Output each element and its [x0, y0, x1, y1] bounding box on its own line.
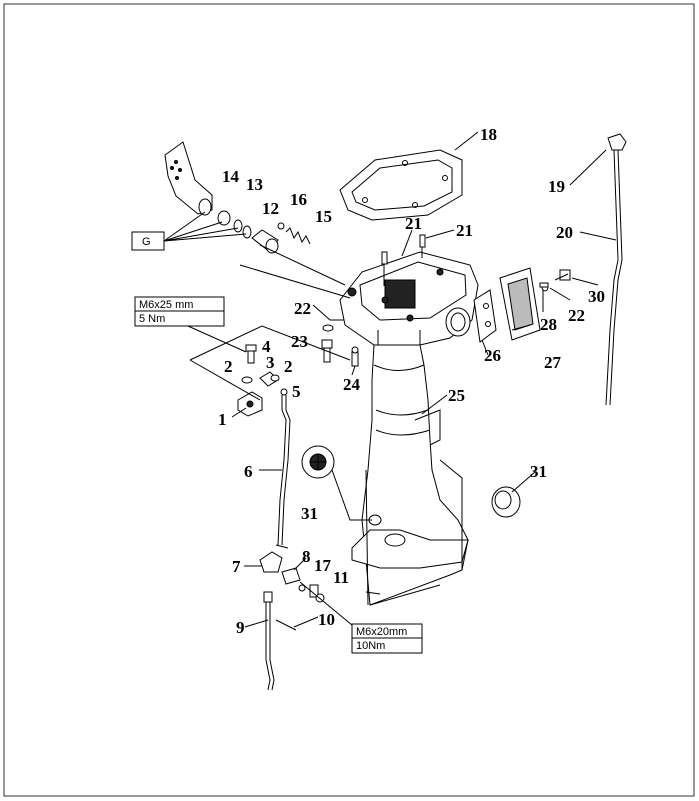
callout-label: 10 — [318, 610, 335, 629]
callout-label: 15 — [315, 207, 332, 226]
bolt-23 — [321, 339, 333, 363]
plug-leader — [331, 469, 372, 521]
callout-label: 7 — [232, 557, 241, 576]
callout-label: 19 — [548, 177, 565, 196]
callout-label: 1 — [218, 410, 227, 429]
callout-label: 26 — [484, 346, 501, 365]
callout-label: 21 — [405, 214, 422, 233]
callout-label: 11 — [333, 568, 349, 587]
callout-label: 30 — [588, 287, 605, 306]
callout-label: 2 — [224, 357, 233, 376]
callout-label: 22 — [294, 299, 311, 318]
callout-label: 23 — [291, 332, 308, 351]
callout-label: 3 — [266, 353, 275, 372]
callout-label: 6 — [244, 462, 253, 481]
callout-label: 5 — [292, 382, 301, 401]
page-frame — [3, 3, 695, 797]
callout-label: 18 — [480, 125, 497, 144]
callout-label: 2 — [284, 357, 293, 376]
plug-31-left — [301, 445, 335, 479]
callout-label: 31 — [530, 462, 547, 481]
torque-spec-lower: M6x20mm 10Nm — [351, 623, 423, 654]
callout-label: 27 — [544, 353, 562, 372]
plug-31-right — [491, 486, 521, 518]
cover-27 — [499, 267, 541, 341]
callout-label: 12 — [262, 199, 279, 218]
callout-label: 9 — [236, 618, 245, 637]
callout-leaders — [231, 131, 617, 628]
callout-labels: 1 2 2 3 4 5 6 7 8 9 10 11 12 13 14 15 16… — [218, 125, 605, 637]
connector-7-8 — [259, 551, 306, 592]
dowel-pins-21 — [381, 234, 426, 286]
torque-spec-lower-torque: 10Nm — [356, 640, 385, 652]
nuts-2-3-4 — [241, 344, 280, 387]
torque-spec-lower-size: M6x20mm — [356, 626, 407, 638]
callout-label: 28 — [540, 315, 557, 334]
callout-label: 20 — [556, 223, 573, 242]
shift-rod-20 — [605, 133, 627, 406]
grease-tag: G — [131, 211, 247, 251]
callout-label: 8 — [302, 547, 311, 566]
driveshaft-housing — [351, 344, 469, 606]
bushing-13 — [217, 210, 252, 239]
grease-tag-label: G — [142, 236, 151, 248]
lower-rod-9 — [263, 591, 297, 691]
callout-label: 13 — [246, 175, 263, 194]
callout-label: 14 — [222, 167, 240, 186]
callout-label: 17 — [314, 556, 332, 575]
callout-label: 4 — [262, 337, 271, 356]
collar-12 — [251, 229, 279, 254]
screw-28-30 — [539, 269, 571, 288]
fitting-24 — [351, 346, 359, 367]
bolt-17-11 — [309, 584, 325, 603]
linkage-guide-lines — [189, 325, 351, 401]
callout-label: 31 — [301, 504, 318, 523]
link-rod-6 — [275, 388, 291, 549]
tiller-axis-lines — [239, 244, 351, 299]
tiller-lever-14 — [164, 141, 213, 216]
gasket-26 — [473, 289, 497, 343]
torque-spec-upper: M6x25 mm 5 Nm — [134, 296, 247, 353]
torque-spec-upper-size: M6x25 mm — [139, 299, 193, 311]
shift-bracket-1 — [237, 391, 263, 417]
callout-label: 21 — [456, 221, 473, 240]
gasket-plate-18 — [339, 149, 463, 221]
callout-label: 24 — [343, 375, 361, 394]
torque-spec-upper-torque: 5 Nm — [139, 313, 165, 325]
mount-casting — [339, 251, 479, 346]
lower-bolt-leader — [299, 581, 353, 626]
spring-15 — [277, 222, 311, 245]
callout-label: 22 — [568, 306, 585, 325]
callout-label: 16 — [290, 190, 307, 209]
callout-label: 25 — [448, 386, 465, 405]
